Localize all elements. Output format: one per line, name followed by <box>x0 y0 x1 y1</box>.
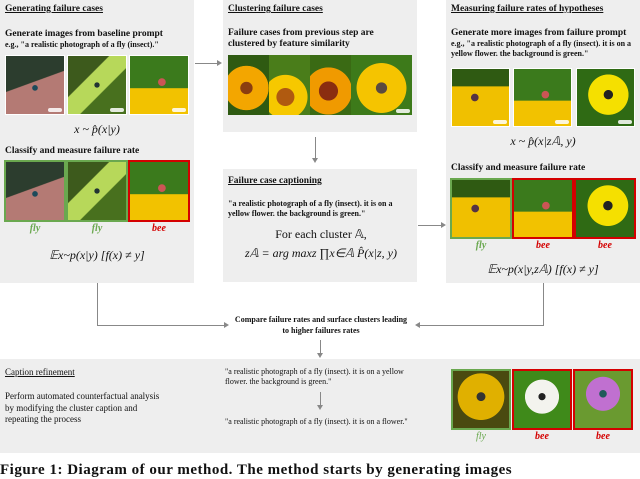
classified-image-correct <box>450 178 512 239</box>
classified-image-correct <box>66 160 128 222</box>
cluster-image <box>228 55 269 115</box>
cluster-formula-line2: z𝔸 = arg maxz ∏x∈𝔸 P̂(x|z, y) <box>244 246 398 260</box>
prediction-label: bee <box>152 223 166 234</box>
failure-rate-formula: 𝔼x~p(x|y) [f(x) ≠ y] <box>49 248 145 262</box>
panel-title: Generating failure cases <box>5 4 103 14</box>
connector <box>97 325 225 326</box>
connector <box>420 325 544 326</box>
caption-quote: "a realistic photograph of a fly (insect… <box>228 199 393 218</box>
failure-rate-formula: 𝔼x~p(x|y,z𝔸) [f(x) ≠ y] <box>487 262 599 276</box>
panel-clustering-failure-cases: Clustering failure cases Failure cases f… <box>223 0 417 132</box>
arrow-head <box>317 353 323 358</box>
caption-block: "a realistic photograph of a fly (insect… <box>228 199 414 261</box>
refined-image-correct <box>451 369 511 430</box>
arrow-head <box>224 322 229 328</box>
generated-image <box>513 68 572 127</box>
prediction-label: fly <box>475 240 487 251</box>
panel-description-block: Generate more images from failure prompt… <box>451 28 637 59</box>
arrow-head <box>415 322 420 328</box>
connector <box>97 283 98 326</box>
compare-text: Compare failure rates and surface cluste… <box>234 315 408 335</box>
sampling-formula: x ~ p̂(x|z𝔸, y) <box>510 134 576 148</box>
arrow-head <box>312 158 318 163</box>
prediction-label: bee <box>598 240 612 251</box>
panel-title: Measuring failure rates of hypotheses <box>451 4 604 14</box>
caption-after: "a realistic photograph of a fly (insect… <box>225 417 408 426</box>
panel-description: Failure cases from previous step are clu… <box>228 28 374 49</box>
classified-image-failure <box>128 160 190 222</box>
connector <box>543 283 544 326</box>
panel-description-block: Generate images from baseline prompt e.g… <box>5 29 191 50</box>
generated-image <box>576 68 635 127</box>
arrow <box>315 137 316 159</box>
arrow <box>320 392 321 406</box>
panel-description: Generate images from baseline prompt <box>5 29 163 39</box>
sampling-formula: x ~ p̂(x|y) <box>74 122 120 136</box>
arrow <box>418 225 442 226</box>
arrow-head <box>217 60 222 66</box>
arrow-head <box>317 405 323 410</box>
panel-caption-refinement: Caption refinement Perform automated cou… <box>0 359 640 453</box>
panel-title: Caption refinement <box>5 367 75 377</box>
prediction-label: fly <box>476 431 486 442</box>
arrow <box>320 340 321 354</box>
panel-measuring-failure-rates: Measuring failure rates of hypotheses Ge… <box>446 0 640 283</box>
panel-example-prompt: e.g., "a realistic photograph of a fly (… <box>5 40 159 49</box>
prediction-label: bee <box>536 240 550 251</box>
classified-image-failure <box>574 178 636 239</box>
caption-before: "a realistic photograph of a fly (insect… <box>225 367 404 386</box>
cluster-image <box>351 55 412 115</box>
generated-image <box>67 55 127 115</box>
prediction-label: bee <box>596 431 610 442</box>
panel-generating-failure-cases: Generating failure cases Generate images… <box>0 0 194 283</box>
prediction-label: fly <box>29 223 41 234</box>
panel-failure-case-captioning: Failure case captioning "a realistic pho… <box>223 169 417 282</box>
panel-title: Failure case captioning <box>228 176 322 186</box>
panel-example-prompt: e.g., "a realistic photograph of a fly (… <box>451 39 632 58</box>
panel-description: Perform automated counterfactual analysi… <box>5 391 160 424</box>
generated-image <box>129 55 189 115</box>
cluster-image <box>310 55 351 115</box>
arrow <box>195 63 218 64</box>
generated-image <box>451 68 510 127</box>
generated-image <box>5 55 65 115</box>
classified-image-correct <box>4 160 66 222</box>
classified-image-failure <box>512 178 574 239</box>
cluster-formula-line1: For each cluster 𝔸, <box>275 227 367 241</box>
classify-title: Classify and measure failure rate <box>451 163 586 173</box>
panel-description: Generate more images from failure prompt <box>451 28 627 38</box>
prediction-label: fly <box>91 223 103 234</box>
refined-image-failure <box>512 369 572 430</box>
prediction-label: bee <box>535 431 549 442</box>
refined-image-failure <box>573 369 633 430</box>
arrow-head <box>441 222 446 228</box>
panel-title: Clustering failure cases <box>228 4 323 14</box>
cluster-image <box>269 55 310 115</box>
classify-title: Classify and measure failure rate <box>5 146 140 156</box>
